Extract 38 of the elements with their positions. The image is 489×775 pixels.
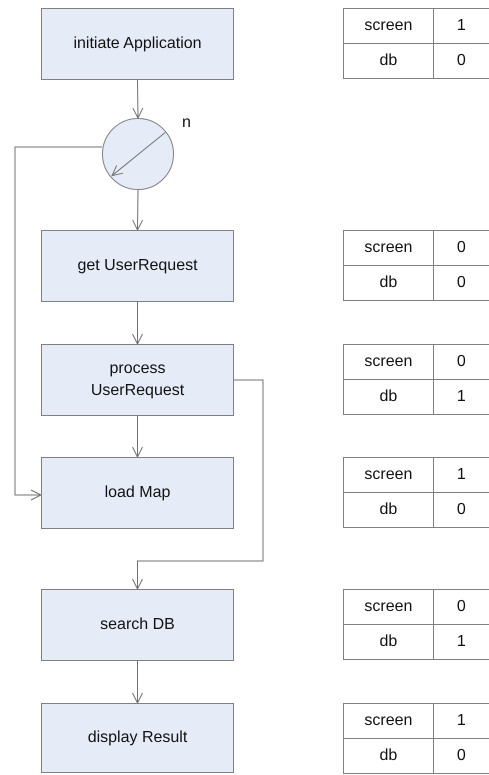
- box-label: display Result: [88, 728, 188, 748]
- name-cell: screen: [344, 704, 434, 738]
- value-cell: 0: [433, 590, 489, 624]
- box-label: search DB: [100, 615, 175, 636]
- process-box: [41, 8, 234, 80]
- arrow: [132, 302, 143, 344]
- arrow: [132, 416, 143, 458]
- name-cell: db: [344, 380, 434, 414]
- name-cell: db: [344, 266, 434, 300]
- arrow: [132, 80, 144, 118]
- process-box: [41, 230, 234, 302]
- name-cell: db: [344, 44, 434, 78]
- box-label: initiate Application: [73, 34, 202, 54]
- value-cell: 0: [433, 344, 489, 380]
- value-cell: 0: [433, 230, 489, 266]
- name-cell: screen: [344, 458, 434, 492]
- name-cell: screen: [344, 230, 434, 266]
- name-cell: screen: [344, 8, 434, 44]
- arrow: [132, 380, 264, 590]
- box-label: get UserRequest: [77, 256, 198, 276]
- process-box: [41, 457, 234, 529]
- arrow: [132, 660, 143, 704]
- arrow: [14, 146, 102, 500]
- value-cell: 1: [433, 704, 489, 738]
- process-box: [41, 703, 234, 773]
- loop-count-label: n: [182, 113, 191, 133]
- name-cell: db: [344, 738, 434, 774]
- box-label: load Map: [104, 483, 170, 504]
- arrow: [132, 190, 144, 230]
- process-box: [41, 589, 234, 661]
- process-box: [41, 344, 234, 416]
- name-cell: db: [344, 624, 434, 660]
- name-cell: screen: [344, 344, 434, 380]
- name-cell: screen: [344, 590, 434, 624]
- value-cell: 1: [433, 8, 489, 44]
- box-label: process UserRequest: [90, 359, 186, 401]
- value-cell: 1: [433, 458, 489, 492]
- name-cell: db: [344, 492, 434, 528]
